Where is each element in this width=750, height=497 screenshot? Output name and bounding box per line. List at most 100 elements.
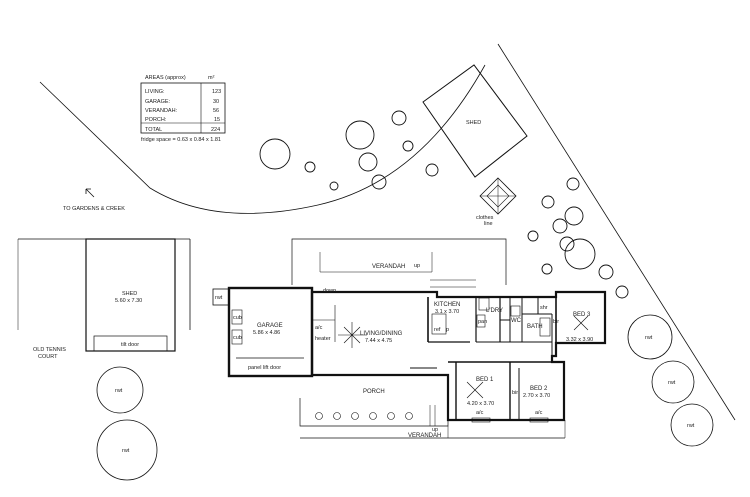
- trees: [259, 110, 629, 299]
- shrub-icon: [541, 263, 553, 275]
- shed-top: SHED: [422, 64, 528, 178]
- rwt-label: rwt: [668, 380, 676, 386]
- fridge-note: fridge space = 0.63 x 0.84 x 1.81: [141, 137, 221, 143]
- rwt-label: rwt: [115, 388, 123, 394]
- garage-size: 5.86 x 4.86: [253, 330, 280, 336]
- kitchen-label: KITCHEN: [434, 302, 460, 308]
- shrub-icon: [329, 181, 339, 191]
- verandah-rear-label: VERANDAH: [372, 264, 405, 270]
- garage-door-label: panel lift door: [248, 365, 281, 371]
- living-label: LIVING/DINING: [360, 331, 403, 337]
- tennis-label-line2: COURT: [38, 354, 58, 360]
- shrub-icon: [566, 177, 580, 191]
- areas-row-label: PORCH:: [145, 117, 167, 123]
- rwt-small-icon: [212, 288, 230, 306]
- ac-label: a/c: [315, 325, 323, 331]
- rwt-icon: [670, 403, 714, 447]
- rwt-label: rwt: [645, 335, 653, 341]
- clothes-line-icon: clothes line: [476, 177, 517, 227]
- bed1-ac-label: a/c: [476, 410, 484, 416]
- shrub-icon: [371, 174, 387, 190]
- shrub-icon: [391, 110, 407, 126]
- living-size: 7.44 x 4.75: [365, 338, 392, 344]
- down-label: down: [323, 288, 336, 294]
- areas-header: AREAS (approx): [145, 75, 186, 81]
- garden-boundary-line: [39, 64, 486, 214]
- cub-label: cub: [233, 315, 242, 321]
- rwt-icon: [651, 360, 695, 404]
- areas-total-value: 224: [211, 127, 220, 133]
- areas-row-label: VERANDAH:: [145, 108, 178, 114]
- p-label: p: [446, 327, 449, 333]
- shed-left-door: tilt door: [121, 342, 139, 348]
- gardens-label: TO GARDENS & CREEK: [63, 206, 125, 212]
- rainwater-tanks: [96, 314, 714, 481]
- laundry-label: L'DRY: [486, 308, 503, 314]
- shed-top-label: SHED: [466, 120, 481, 126]
- tree-icon: [358, 152, 378, 172]
- areas-row-label: LIVING:: [145, 89, 165, 95]
- shrub-icon: [598, 264, 614, 280]
- site-boundaries: TO GARDENS & CREEK OLD TENNIS COURT: [17, 43, 736, 421]
- rwt-icon: [96, 419, 158, 481]
- areas-unit: m²: [208, 75, 215, 81]
- wc-label: WC: [511, 318, 522, 324]
- heater-label: heater: [315, 336, 331, 342]
- shrub-icon: [552, 218, 568, 234]
- house-plan: [212, 238, 607, 439]
- areas-table-frame: [140, 82, 226, 134]
- pan-label: pan: [478, 319, 487, 325]
- verandah-front-label: VERANDAH: [408, 433, 441, 439]
- bed3-size: 3.32 x 3.90: [566, 337, 593, 343]
- clothes-line-label: clothes: [476, 215, 494, 221]
- bed2-label: BED 2: [530, 386, 548, 392]
- clothes-line-label: line: [484, 221, 493, 227]
- bir-label: bir: [553, 319, 559, 325]
- shed-left: SHED 5.60 x 7.30 tilt door: [85, 238, 176, 352]
- shrub-icon: [541, 195, 555, 209]
- bed3-label: BED 3: [573, 312, 591, 318]
- right-boundary-line: [497, 43, 736, 421]
- shed-left-label: SHED: [122, 291, 137, 297]
- tennis-label-line1: OLD TENNIS: [33, 347, 66, 353]
- areas-total-label: TOTAL: [145, 127, 162, 133]
- areas-row-value: 56: [213, 108, 219, 114]
- rwt-icon: [96, 366, 144, 414]
- up-label: up: [414, 263, 420, 269]
- shed-left-size: 5.60 x 7.30: [115, 298, 142, 304]
- tree-icon: [259, 138, 291, 170]
- shrub-icon: [425, 163, 439, 177]
- up-front-label: up: [432, 427, 438, 433]
- room-labels: GARAGE 5.86 x 4.86 panel lift door cub c…: [215, 263, 593, 439]
- tree-icon: [564, 238, 596, 270]
- bed2-size: 2.70 x 3.70: [523, 393, 550, 399]
- areas-row-value: 30: [213, 99, 219, 105]
- shr-label: shr: [540, 305, 548, 311]
- kitchen-size: 3.1 x 3.70: [435, 309, 459, 315]
- rwt-label: rwt: [687, 423, 695, 429]
- ref-label: ref: [434, 327, 441, 333]
- porch-label: PORCH: [363, 389, 385, 395]
- rwt-label: rwt: [215, 295, 223, 301]
- bath-label: BATH: [527, 324, 543, 330]
- porch-posts: [315, 412, 413, 420]
- shrub-icon: [527, 230, 539, 242]
- rwt-label: rwt: [122, 448, 130, 454]
- areas-row-label: GARAGE:: [145, 99, 171, 105]
- cub-label: cub: [233, 335, 242, 341]
- garage-label: GARAGE: [257, 323, 283, 329]
- areas-row-value: 15: [214, 117, 220, 123]
- shrub-icon: [304, 161, 316, 173]
- rwt-icon: [627, 314, 673, 360]
- shrub-icon: [402, 140, 414, 152]
- shrub-icon: [559, 236, 575, 252]
- bed1-label: BED 1: [476, 377, 494, 383]
- shrub-icon: [615, 285, 629, 299]
- wir-label: bir: [512, 390, 518, 396]
- areas-table: AREAS (approx) m² LIVING: 123 GARAGE: 30…: [140, 75, 226, 143]
- areas-row-value: 123: [212, 89, 221, 95]
- house-outer-walls: [310, 290, 607, 422]
- tree-icon: [564, 206, 584, 226]
